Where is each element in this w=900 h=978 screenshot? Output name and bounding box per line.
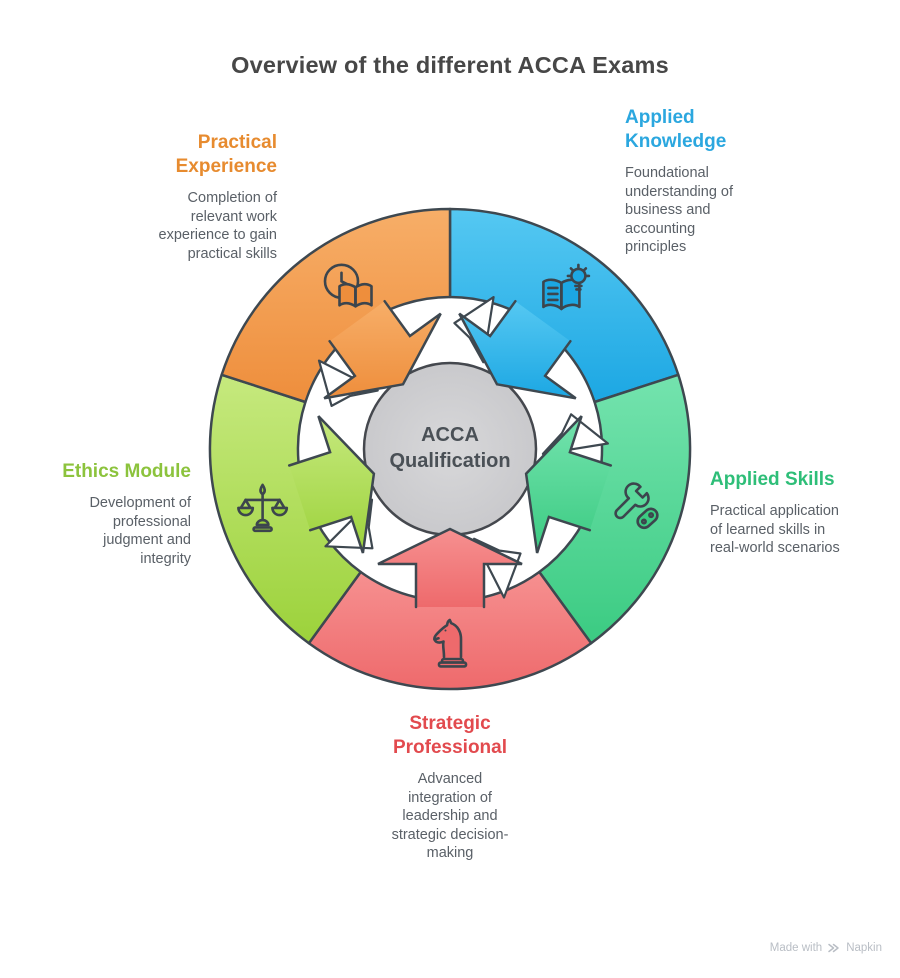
practical-experience-description: Completion of relevant work experience t… [158,190,278,262]
applied-knowledge-label: Applied Knowledge [625,107,727,152]
section-strategic-professional: Strategic Professional Advanced integrat… [330,712,570,863]
center-circle [362,361,538,537]
watermark-prefix: Made with [769,942,823,954]
watermark: Made with Napkin [770,941,882,955]
ethics-module-arrow-outline [287,415,376,554]
section-applied-knowledge: Applied Knowledge Foundational understan… [625,106,785,257]
wrench-multitool-icon [614,482,659,530]
strategic-professional-arrow [378,529,522,607]
watermark-brand: Napkin [846,942,882,954]
ethics-module-label: Ethics Module [62,461,191,482]
section-ethics-module: Ethics Module Development of professiona… [19,460,191,568]
strategic-professional-arrow-outline [377,527,523,609]
applied-knowledge-arrow-outline [458,299,577,400]
section-applied-skills: Applied Skills Practical application of … [710,468,895,558]
scales-icon [237,483,289,533]
applied-knowledge-arrow [459,301,576,399]
napkin-logo-icon [828,943,839,953]
practical-experience-arrow-outline [323,299,442,400]
book-lightbulb-icon [542,263,591,311]
chess-knight-icon [433,618,468,668]
applied-skills-label: Applied Skills [710,469,835,490]
applied-skills-arrow-outline [524,415,613,554]
ethics-module-description: Development of professional judgment and… [89,495,191,567]
section-practical-experience: Practical Experience Completion of relev… [93,131,278,263]
applied-knowledge-description: Foundational understanding of business a… [625,165,734,256]
practical-experience-arrow [324,301,441,399]
clock-book-icon [323,263,373,308]
strategic-professional-label: Strategic Professional [392,713,508,758]
page-title: Overview of the different ACCA Exams [231,52,669,78]
applied-skills-description: Practical application of learned skills … [710,503,840,557]
practical-experience-label: Practical Experience [175,132,277,177]
strategic-professional-description: Advanced integration of leadership and s… [391,771,509,862]
